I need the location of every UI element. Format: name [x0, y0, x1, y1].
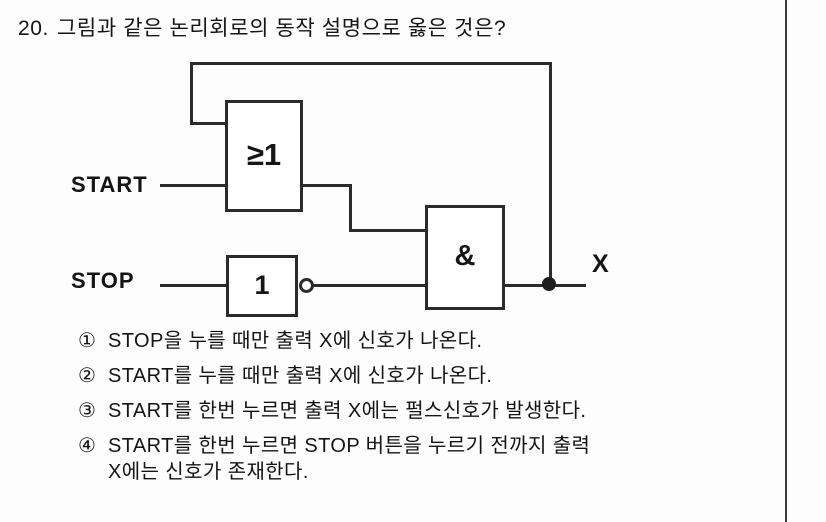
feedback-wire-into-or-gate — [190, 122, 228, 125]
start-input-label: START — [71, 172, 148, 197]
page-column-rule — [785, 0, 787, 522]
answer-option-2[interactable]: ② START를 누를 때만 출력 X에 신호가 나온다. — [78, 363, 778, 389]
answer-option-3[interactable]: ③ START를 한번 누르면 출력 X에는 펄스신호가 발생한다. — [78, 398, 778, 424]
feedback-wire-left-vertical — [190, 62, 193, 125]
or-to-and-vertical-wire — [349, 184, 352, 232]
or-gate-label: ≥1 — [246, 137, 282, 172]
not-gate: 1 — [226, 255, 298, 317]
output-x-label: X — [592, 250, 610, 278]
answer-options: ① STOP을 누를 때만 출력 X에 신호가 나온다. ② START를 누를… — [78, 328, 778, 494]
option-marker-3: ③ — [78, 400, 97, 422]
not-gate-inversion-bubble — [299, 278, 314, 293]
answer-option-4[interactable]: ④ START를 한번 누르면 STOP 버튼을 누르기 전까지 출력 X에는 … — [78, 433, 778, 485]
option-marker-2: ② — [78, 365, 97, 387]
option-text-4: START를 한번 누르면 STOP 버튼을 누르기 전까지 출력 X에는 신호… — [108, 435, 591, 483]
feedback-wire-right-vertical — [549, 62, 552, 284]
option-marker-1: ① — [78, 330, 97, 352]
start-input-wire — [160, 184, 228, 187]
and-gate: & — [425, 205, 505, 310]
answer-option-1[interactable]: ① STOP을 누를 때만 출력 X에 신호가 나온다. — [78, 328, 778, 354]
and-gate-upper-input-wire — [349, 229, 428, 232]
question-text: 그림과 같은 논리회로의 동작 설명으로 옳은 것은? — [57, 17, 507, 40]
or-gate-output-wire — [300, 184, 352, 187]
option-text-1: STOP을 누를 때만 출력 X에 신호가 나온다. — [108, 330, 483, 352]
and-gate-label: & — [454, 240, 476, 272]
feedback-wire-top — [190, 62, 552, 65]
option-marker-4: ④ — [78, 435, 97, 457]
stop-input-label: STOP — [71, 268, 135, 293]
output-junction-dot — [542, 277, 556, 291]
not-gate-label: 1 — [254, 269, 270, 300]
question-stem: 20. 그림과 같은 논리회로의 동작 설명으로 옳은 것은? — [18, 14, 768, 44]
stop-input-wire — [160, 284, 229, 287]
or-gate: ≥1 — [225, 100, 303, 212]
option-text-3: START를 한번 누르면 출력 X에는 펄스신호가 발생한다. — [108, 400, 587, 422]
logic-circuit-diagram: ≥1 1 & START STOP X — [0, 50, 700, 318]
question-number: 20. — [18, 17, 49, 40]
option-text-2: START를 누를 때만 출력 X에 신호가 나온다. — [108, 365, 493, 387]
not-gate-output-wire — [313, 284, 428, 287]
